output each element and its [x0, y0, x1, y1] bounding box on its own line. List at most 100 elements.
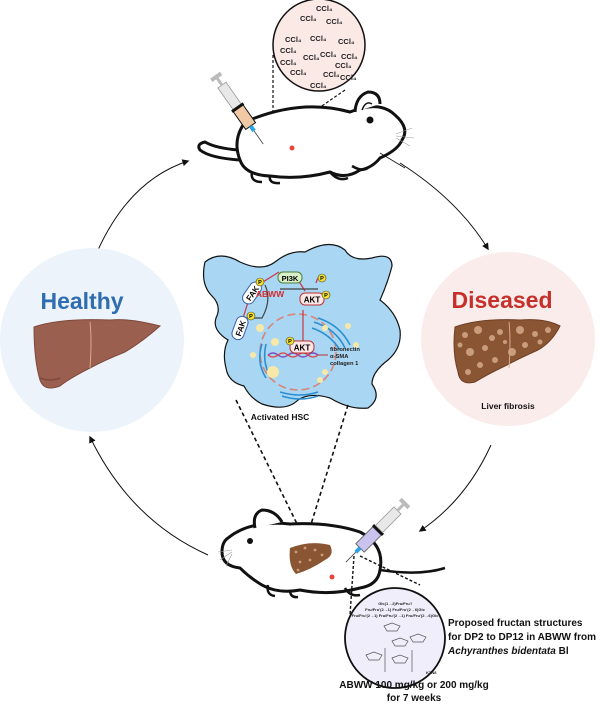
fibrosis-nodule — [296, 568, 300, 572]
fructan-caption: Proposed fructan structures for DP2 to D… — [447, 618, 596, 657]
svg-text:fibronectin: fibronectin — [330, 347, 360, 353]
node-akt-cyto: AKT — [299, 292, 325, 306]
ccl4-label: CCl₄ — [310, 34, 327, 43]
svg-text:Proposed fructan structures: Proposed fructan structures — [448, 618, 583, 629]
svg-text:P: P — [320, 276, 324, 282]
diseased-title: Diseased — [451, 287, 552, 313]
ccl4-label: CCl₄ — [338, 37, 355, 46]
phospho-badge-icon: P — [285, 336, 295, 346]
hsc-cell-body — [202, 243, 401, 409]
svg-text:collagen 1: collagen 1 — [330, 361, 359, 367]
phospho-badges: P P P P P — [246, 273, 331, 346]
svg-text:for 7 weeks: for 7 weeks — [387, 693, 442, 704]
mouse-top — [197, 90, 415, 185]
hsc-zoom-lines — [235, 399, 349, 535]
fibrosis-nodule — [477, 362, 483, 368]
nucleus — [259, 313, 337, 391]
node-akt-nucleus: AKT — [289, 340, 315, 354]
diseased-panel: Diseased Liver fibrosis — [421, 252, 595, 426]
injection-site-dot — [289, 145, 295, 151]
fibrosis-nodule — [503, 340, 507, 344]
fibrosis-nodule — [308, 558, 312, 562]
ccl4-label: CCl₄ — [320, 50, 337, 59]
drug-label: ABWW — [256, 289, 285, 299]
fibrosis-nodule — [474, 326, 482, 334]
cycle-arrows — [89, 159, 492, 556]
target-genes: fibronectin α-SMA collagen 1 — [330, 347, 360, 367]
svg-text:P: P — [324, 293, 328, 299]
fibrosis-nodule — [537, 339, 543, 345]
svg-text:PI3K: PI3K — [282, 274, 299, 283]
fibrosis-nodule — [320, 553, 324, 557]
healthy-liver-icon — [33, 319, 162, 389]
arrow-healthy-to-injection — [97, 159, 190, 251]
hsc-caption: Activated HSC — [251, 412, 310, 422]
arrow-treatment-to-healthy — [89, 435, 209, 556]
diseased-liver-icon — [453, 319, 561, 384]
phospho-badge-icon: P — [317, 273, 327, 283]
fibrosis-nodule — [522, 342, 528, 348]
syringe-bottom-icon — [345, 497, 411, 563]
arrow-injection-to-diseased — [399, 162, 489, 251]
ccl4-label: CCl₄ — [300, 14, 317, 23]
dose-caption: ABWW 100 mg/kg or 200 mg/kg for 7 weeks — [339, 680, 488, 704]
ccl4-label: CCl₄ — [303, 53, 320, 62]
fibrosis-nodule — [294, 550, 298, 554]
ccl4-label: CCl₄ — [285, 35, 302, 44]
phospho-badge-icon: P — [246, 311, 256, 321]
diseased-caption: Liver fibrosis — [481, 401, 535, 411]
fibrotic-liver-in-mouse — [289, 543, 332, 574]
structure-line-1: Glc(1→2)Fru/Fru'/ — [378, 601, 413, 606]
ccl4-label: CCl₄ — [310, 81, 327, 90]
svg-text:ABWW 100 mg/kg or 200 mg/kg: ABWW 100 mg/kg or 200 mg/kg — [339, 680, 488, 691]
structure-line-3: Fru/Fru'(2→1) Fru/Fru'(2→1) Fru/Fru'(2→6… — [352, 613, 440, 618]
ccl4-label: CCl₄ — [290, 68, 307, 77]
node-pi3k: PI3K — [277, 271, 303, 284]
ccl4-label: CCl₄ — [340, 73, 357, 82]
fibrosis-nodule — [508, 348, 516, 356]
arrow-diseased-to-treatment — [418, 444, 492, 532]
fibrosis-nodule — [465, 369, 471, 375]
fibrosis-nodule — [462, 332, 468, 338]
fibrosis-nodule — [489, 335, 495, 341]
fructan-structure-bubble: Glc(1→2)Fru/Fru'/ Fru/Fru'(2→1) Fru/Fru'… — [344, 587, 446, 689]
svg-text:P: P — [288, 339, 292, 345]
sugar-rings — [365, 622, 427, 672]
fibrosis-nodule — [303, 546, 307, 550]
syringe-top-icon — [210, 71, 264, 145]
structure-zoom-lines — [349, 555, 421, 616]
mouse-bottom — [217, 508, 446, 599]
ccl4-label: CCl₄ — [326, 17, 343, 26]
fibrosis-nodule — [457, 342, 463, 348]
svg-text:AKT: AKT — [304, 296, 321, 305]
fibrosis-nodule — [298, 560, 302, 564]
svg-text:AKT: AKT — [294, 344, 311, 353]
fibrosis-nodule — [532, 331, 538, 337]
fibrosis-nodule — [466, 348, 474, 356]
healthy-title: Healthy — [40, 288, 123, 314]
ccl4-label: CCl₄ — [335, 61, 352, 70]
svg-text:P: P — [249, 314, 253, 320]
fibrosis-nodule — [313, 548, 317, 552]
fibrosis-nodule — [497, 329, 503, 335]
species-line: Achyranthes bidentata Bl — [447, 646, 569, 657]
ccl4-label: CCl₄ — [280, 58, 297, 67]
fibrosis-nodules — [457, 326, 551, 375]
ccl4-label: CCl₄ — [316, 4, 333, 13]
fibrosis-nodule — [482, 345, 488, 351]
healthy-panel: Healthy — [0, 248, 184, 432]
phospho-badge-icon: P — [255, 277, 265, 287]
svg-text:α-SMA: α-SMA — [330, 354, 349, 360]
fibrosis-nodule — [492, 357, 498, 363]
svg-text:P: P — [258, 280, 262, 286]
node-fak-lower: FAK — [231, 315, 249, 341]
ccl4-label: CCl₄ — [341, 52, 358, 61]
ccl4-label: CCl₄ — [323, 70, 340, 79]
fibrosis-nodule — [545, 327, 551, 333]
injection-site-dot-bottom — [329, 574, 335, 580]
svg-text:for DP2 to DP12 in ABWW from: for DP2 to DP12 in ABWW from — [448, 632, 596, 643]
